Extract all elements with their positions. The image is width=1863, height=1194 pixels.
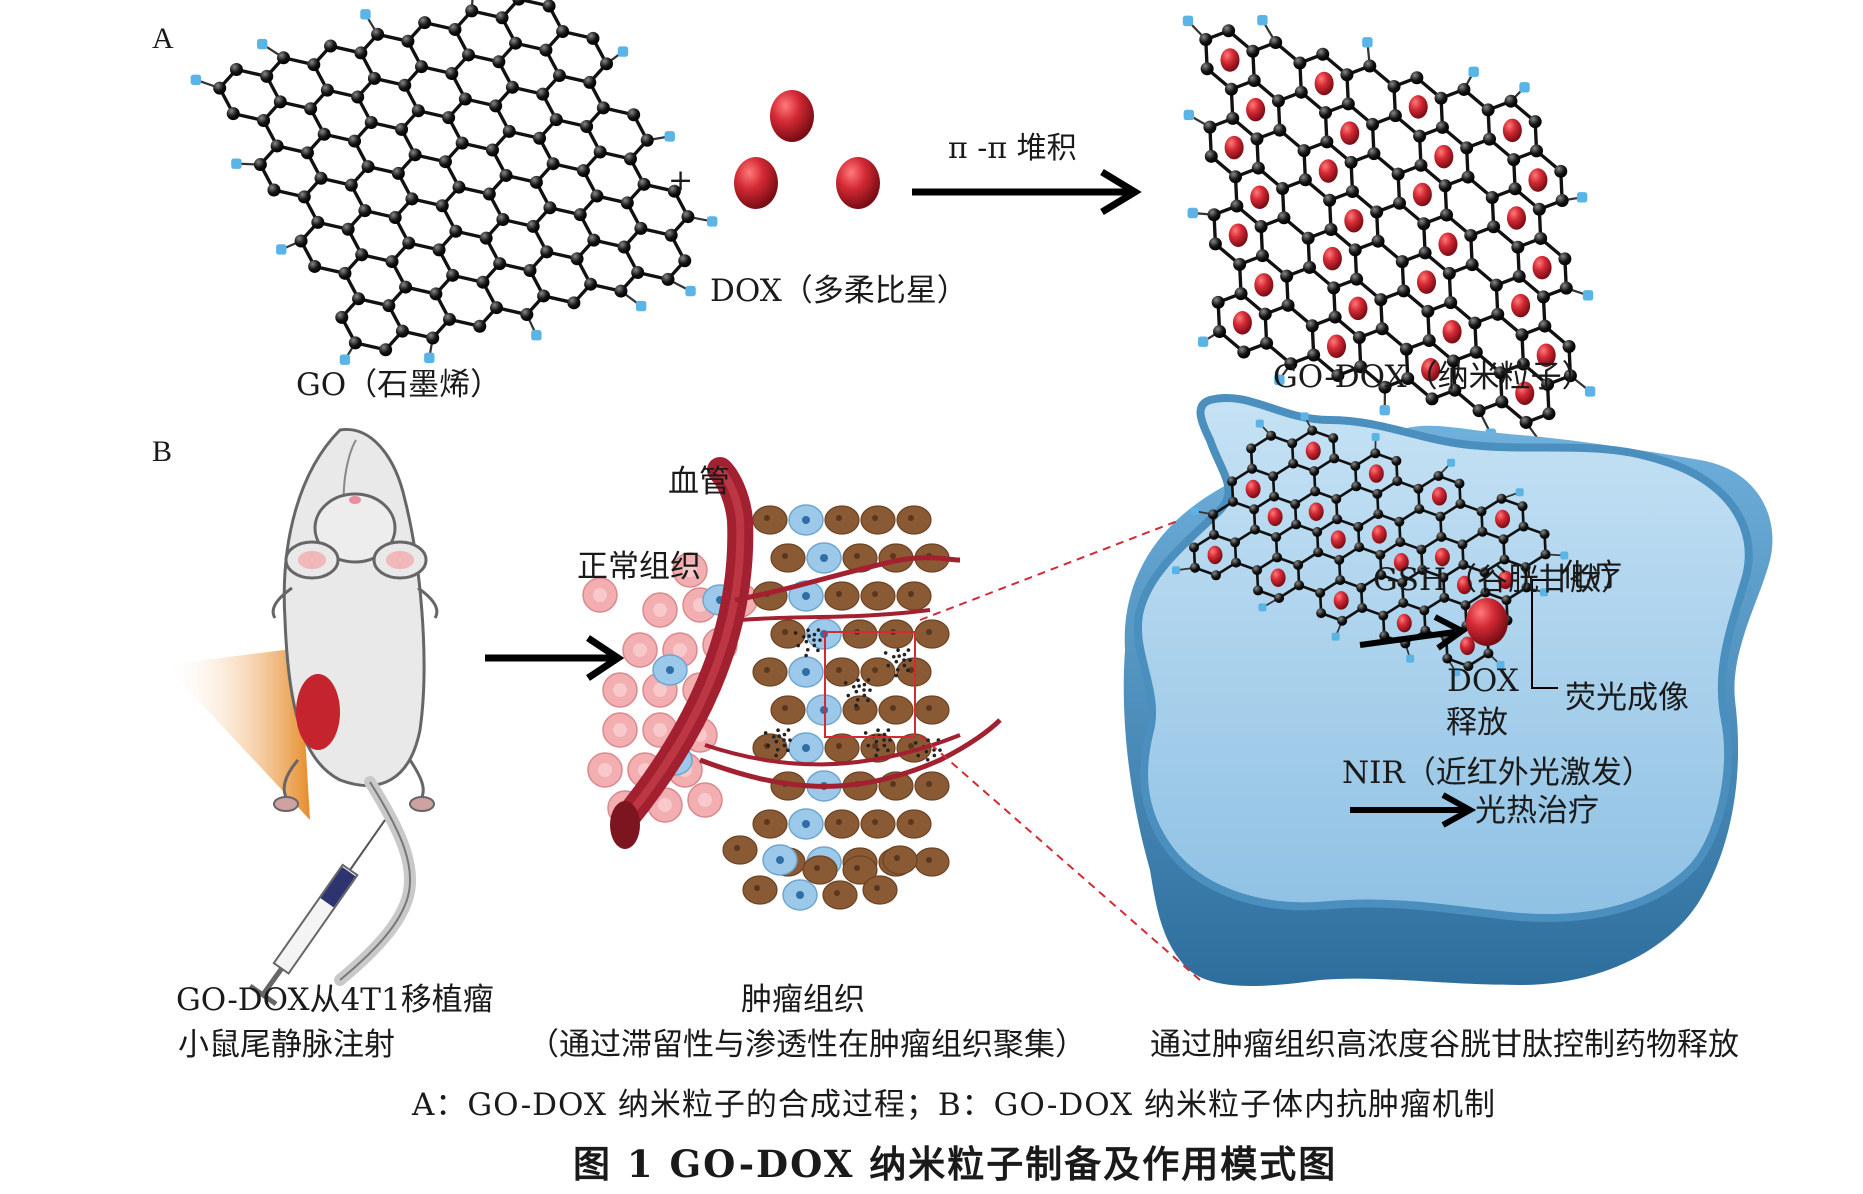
mouse-caption-line1: GO-DOX从4T1移植瘤 (176, 982, 494, 1018)
panel-a-label: A (152, 22, 174, 55)
figure-caption: A：GO-DOX 纳米粒子的合成过程；B：GO-DOX 纳米粒子体内抗肿瘤机制 (412, 1087, 1497, 1123)
dox-molecule-icon (734, 90, 880, 209)
plus-sign: + (668, 163, 694, 198)
figure-title: 图 1 GO-DOX 纳米粒子制备及作用模式图 (573, 1142, 1338, 1186)
release-caption: 通过肿瘤组织高浓度谷胱甘肽控制药物释放 (1150, 1027, 1739, 1063)
dox-release-icon (1350, 579, 1558, 828)
tumor-caption-line2: （通过滞留性与渗透性在肿瘤组织聚集） (528, 1027, 1086, 1063)
go-label: GO（石墨烯） (296, 367, 502, 403)
nir-label: NIR（近红外光激发） (1342, 755, 1653, 791)
graphene-dox-sheet-icon (1182, 15, 1596, 449)
normal-tissue-label: 正常组织 (577, 549, 701, 585)
arrow-icon (485, 635, 625, 681)
stacking-label: π -π 堆积 (948, 131, 1077, 166)
syringe-icon (248, 819, 386, 1007)
chemo-label: 化疗 (1560, 558, 1622, 594)
graphene-sheet-icon (190, 0, 718, 365)
dox-release-label: DOX (1447, 663, 1519, 699)
photothermal-label: 光热治疗 (1475, 793, 1599, 829)
godox-label: GO-DOX（纳米粒子） (1273, 359, 1593, 395)
vessel-label: 血管 (668, 464, 730, 500)
mouse-caption-line2: 小鼠尾静脉注射 (178, 1027, 395, 1063)
fluorescence-label: 荧光成像 (1565, 680, 1689, 716)
arrow-icon (912, 169, 1142, 215)
tumor-tissue-diagram (582, 457, 1002, 911)
dox-label: DOX（多柔比星） (710, 273, 968, 309)
tumor-caption-line1: 肿瘤组织 (741, 982, 865, 1018)
panel-b-label: B (152, 435, 173, 468)
dox-release-label-2: 释放 (1446, 705, 1508, 741)
mouse-icon (165, 427, 439, 986)
gsh-label: GSH（谷胱甘肽） (1373, 562, 1633, 598)
